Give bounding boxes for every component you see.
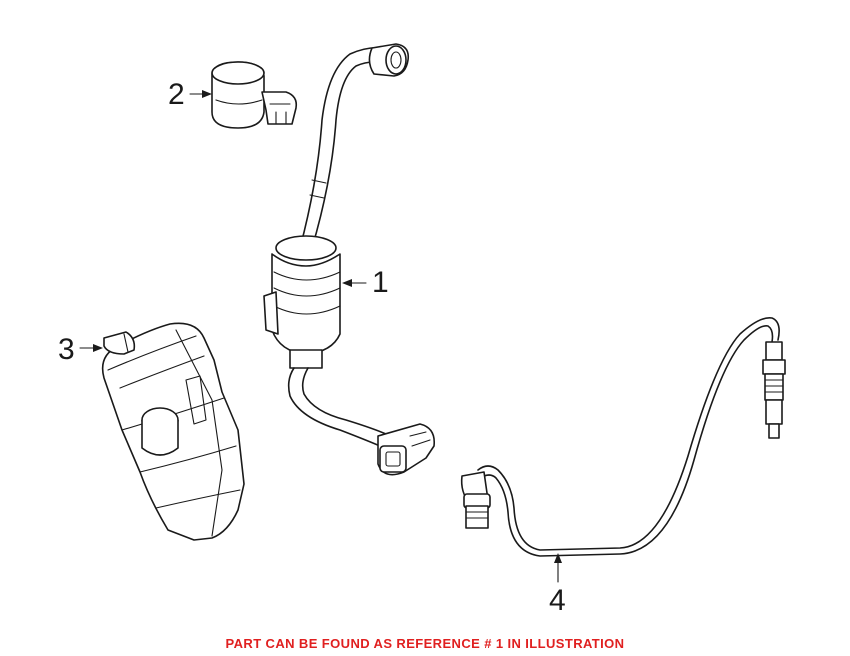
part-2-cap-clip — [211, 61, 298, 129]
callout-4: 4 — [549, 584, 566, 617]
callout-1: 1 — [372, 266, 389, 299]
leader-1 — [342, 279, 367, 287]
part-3-module-housing — [101, 322, 245, 541]
part-1-sensor-assembly — [263, 43, 436, 476]
callout-3: 3 — [58, 333, 75, 366]
callout-leaders — [79, 90, 562, 583]
leader-2 — [189, 90, 212, 98]
part-4-sensor-lead — [460, 317, 786, 557]
leader-4 — [554, 553, 562, 583]
callout-2: 2 — [168, 78, 185, 111]
leader-3 — [79, 344, 103, 352]
footer-reference-note: PART CAN BE FOUND AS REFERENCE # 1 IN IL… — [225, 636, 625, 651]
